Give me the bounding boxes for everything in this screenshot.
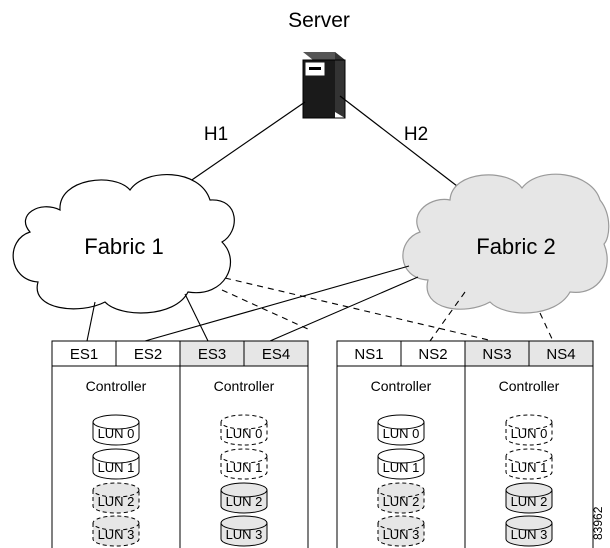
lun-disk-icon: LUN 0 [92, 414, 140, 446]
lun-disk-icon: LUN 1 [505, 448, 553, 480]
lun-label: LUN 2 [98, 494, 135, 509]
link-f2-es4 [269, 276, 419, 342]
lun-disk-icon: LUN 0 [377, 414, 425, 446]
lun-label: LUN 3 [226, 527, 263, 542]
controller-label: Controller [86, 378, 147, 394]
link-h1-label: H1 [204, 124, 228, 145]
controller-label: Controller [371, 378, 432, 394]
lun-label: LUN 1 [511, 460, 548, 475]
lun-label: LUN 1 [226, 460, 263, 475]
link-f1-es3 [184, 293, 209, 342]
fabric-2-cloud [402, 173, 610, 314]
lun-label: LUN 3 [511, 527, 548, 542]
port-label: ES1 [70, 346, 98, 363]
lun-label: LUN 2 [226, 494, 263, 509]
lun-label: LUN 0 [511, 426, 548, 441]
lun-disk-icon: LUN 0 [505, 414, 553, 446]
link-f1-ns1 [221, 289, 311, 331]
lun-label: LUN 3 [383, 527, 420, 542]
port-label: NS2 [418, 346, 447, 363]
port-ns3 [464, 340, 530, 367]
port-label: ES2 [134, 346, 162, 363]
lun-disk-icon: LUN 1 [377, 448, 425, 480]
fabric-1-cloud [12, 173, 235, 314]
port-label: ES3 [198, 346, 226, 363]
port-ns4 [528, 340, 594, 367]
controller-label: Controller [214, 378, 275, 394]
lun-disk-icon: LUN 2 [505, 482, 553, 514]
link-h1 [169, 101, 306, 196]
port-label: NS3 [482, 346, 511, 363]
port-label: NS4 [546, 346, 575, 363]
link-h2 [339, 95, 471, 197]
lun-label: LUN 0 [383, 426, 420, 441]
server-label: Server [288, 9, 350, 32]
fabric-2-label: Fabric 2 [476, 234, 555, 259]
lun-disk-icon: LUN 2 [220, 482, 268, 514]
lun-disk-icon: LUN 3 [377, 515, 425, 547]
port-label: NS1 [354, 346, 383, 363]
lun-label: LUN 1 [98, 460, 135, 475]
lun-disk-icon: LUN 2 [92, 482, 140, 514]
lun-label: LUN 2 [383, 494, 420, 509]
link-f1-es1 [86, 301, 96, 342]
port-es2 [115, 340, 181, 367]
port-es4 [243, 340, 309, 367]
figure-id: 83962 [591, 506, 605, 540]
lun-label: LUN 0 [98, 426, 135, 441]
lun-disk-icon: LUN 1 [92, 448, 140, 480]
server-icon [302, 52, 346, 119]
lun-disk-icon: LUN 0 [220, 414, 268, 446]
link-f2-ns4 [539, 312, 554, 342]
lun-label: LUN 0 [226, 426, 263, 441]
port-label: ES4 [262, 346, 290, 363]
link-f2-es2 [144, 265, 410, 342]
lun-disk-icon: LUN 3 [505, 515, 553, 547]
lun-disk-icon: LUN 3 [92, 515, 140, 547]
fabric-1-label: Fabric 1 [84, 234, 163, 259]
link-f1-ns3 [224, 277, 494, 342]
controller-label: Controller [499, 378, 560, 394]
lun-label: LUN 2 [511, 494, 548, 509]
port-ns2 [400, 340, 466, 367]
lun-disk-icon: LUN 2 [377, 482, 425, 514]
link-h2-label: H2 [404, 124, 428, 145]
lun-disk-icon: LUN 1 [220, 448, 268, 480]
lun-label: LUN 1 [383, 460, 420, 475]
lun-disk-icon: LUN 3 [220, 515, 268, 547]
lun-label: LUN 3 [98, 527, 135, 542]
